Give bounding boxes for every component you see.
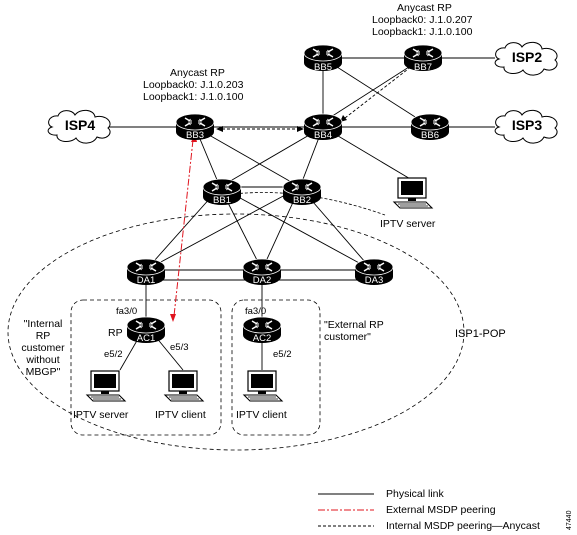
legend-physical-label: Physical link <box>386 488 444 500</box>
pc-iptv-client-left <box>164 370 204 402</box>
pc-iptv-client-right <box>243 370 283 402</box>
bb4-label: BB4 <box>314 130 332 141</box>
bb6-label: BB6 <box>421 130 439 141</box>
anycast-left-loopback0: Loopback0: J.1.0.203 <box>143 79 244 91</box>
legend-external-label: External MSDP peering <box>386 504 496 516</box>
internal-msdp-peering <box>222 65 413 130</box>
rp-label: RP <box>108 327 123 339</box>
da1-label: DA1 <box>136 275 156 286</box>
legend-internal-label: Internal MSDP peering—Anycast <box>386 520 540 532</box>
pc-iptv-server-top <box>393 177 433 209</box>
iptv-server-top-label: IPTV server <box>380 218 436 230</box>
da3-label: DA3 <box>364 275 384 286</box>
external-customer-label: "External RP customer" <box>324 319 384 343</box>
isp1-pop-boundary <box>7 213 465 451</box>
anycast-right-title: Anycast RP <box>397 2 452 14</box>
iptv-client-left-label: IPTV client <box>155 409 206 421</box>
figure-id: 47440 <box>566 510 573 530</box>
internal-customer-label: "Internal RP customer without MBGP" <box>21 318 65 378</box>
ac1-e52-label: e5/2 <box>104 349 123 360</box>
external-msdp-peering <box>173 139 194 317</box>
bb5-label: BB5 <box>314 62 332 73</box>
bb1-label: BB1 <box>213 195 231 206</box>
ac2-label: AC2 <box>252 333 272 344</box>
anycast-left-loopback1: Loopback1: J.1.0.100 <box>143 91 244 103</box>
anycast-right-loopback0: Loopback0: J.1.0.207 <box>372 14 473 26</box>
ac2-fa-label: fa3/0 <box>245 306 267 317</box>
anycast-left-title: Anycast RP <box>170 67 225 79</box>
pc-iptv-server-left <box>86 370 126 402</box>
ac1-label: AC1 <box>136 333 156 344</box>
isp3-label: ISP3 <box>511 117 543 133</box>
da2-label: DA2 <box>252 275 272 286</box>
isp4-label: ISP4 <box>64 117 96 133</box>
ac1-e53-label: e5/3 <box>170 342 189 353</box>
bb7-label: BB7 <box>414 62 432 73</box>
ac1-fa-label: fa3/0 <box>116 306 138 317</box>
iptv-server-left-label: IPTV server <box>73 409 129 421</box>
isp2-label: ISP2 <box>511 49 543 65</box>
iptv-client-right-label: IPTV client <box>236 409 287 421</box>
bb2-label: BB2 <box>293 195 311 206</box>
anycast-right-loopback1: Loopback1: J.1.0.100 <box>372 26 473 38</box>
ac2-e52-label: e5/2 <box>273 349 292 360</box>
isp1-pop-label: ISP1-POP <box>455 328 506 340</box>
bb3-label: BB3 <box>186 130 204 141</box>
external-customer-box <box>231 299 321 436</box>
